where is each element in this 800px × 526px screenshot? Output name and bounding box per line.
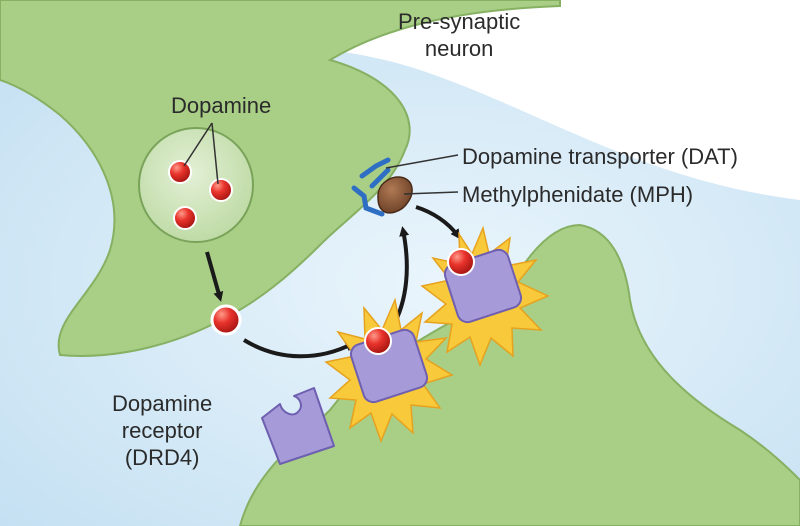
bound-dopamine	[447, 248, 475, 276]
vesicle	[138, 127, 254, 243]
methylphenidate-molecule	[377, 176, 413, 214]
dat-leader-line	[385, 154, 459, 169]
diffusion-arrow	[242, 338, 356, 359]
mph-label: Methylphenidate (MPH)	[462, 182, 694, 207]
receptor-label-line2: receptor	[121, 418, 203, 443]
dopamine-molecule	[209, 178, 233, 202]
receptor-label-line1: Dopamine	[112, 391, 213, 416]
dopamine-leader-line	[211, 122, 219, 185]
dopamine-receptor-drd4	[261, 387, 335, 465]
presynaptic-label-line2: neuron	[424, 36, 494, 61]
dopamine-molecule	[168, 160, 192, 184]
transporter-to-receptor-arrow	[415, 205, 461, 240]
postsynaptic-neuron	[238, 223, 800, 526]
presynaptic-neuron	[0, 0, 561, 357]
release-arrow	[205, 251, 224, 302]
released-dopamine	[210, 304, 242, 336]
dopamine-transporter	[351, 157, 391, 217]
presynaptic-label-line1: Pre-synaptic	[398, 9, 521, 34]
receptor-label-line3: (DRD4)	[124, 445, 200, 470]
dat-label: Dopamine transporter (DAT)	[462, 144, 738, 169]
mph-leader-line	[403, 191, 459, 195]
dopamine-label: Dopamine	[171, 93, 272, 118]
receptor-label: Dopamine receptor (DRD4)	[112, 390, 212, 471]
dopamine-leader-line	[183, 122, 213, 167]
bound-dopamine	[364, 327, 392, 355]
dopamine-molecule	[173, 206, 197, 230]
presynaptic-neuron-label: Pre-synaptic neuron	[398, 8, 520, 62]
